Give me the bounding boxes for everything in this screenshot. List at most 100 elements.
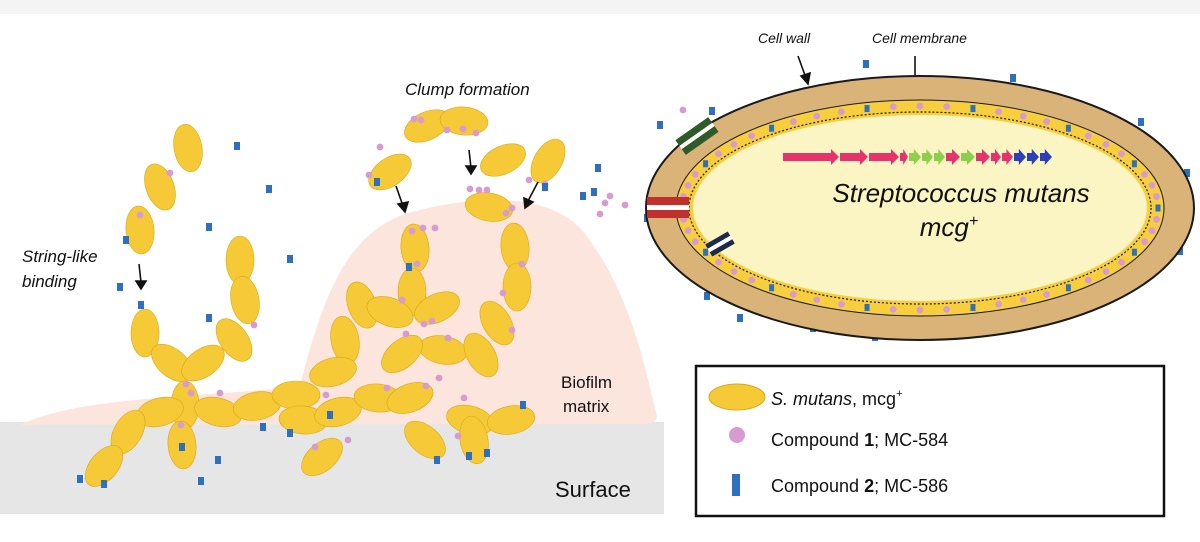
gene-arrow-icon [869, 149, 899, 165]
compound-1-icon [606, 192, 614, 200]
compound-1-icon [837, 300, 845, 308]
arrow-down-icon [799, 71, 812, 86]
compound-2-icon [542, 183, 548, 191]
compound-1-icon [417, 116, 425, 124]
compound-1-icon [460, 394, 468, 402]
compound-1-icon [216, 389, 224, 397]
arrow-down-icon [464, 165, 478, 176]
compound-1-icon [413, 260, 421, 268]
bacterium-icon [530, 138, 566, 184]
transporter-navy [705, 231, 735, 257]
compound-1-icon [422, 382, 430, 390]
compound-2-icon [970, 303, 976, 311]
compound-1-icon [410, 115, 418, 123]
bacterium-icon [309, 356, 357, 388]
compound-1-icon [136, 211, 144, 219]
legend: S. mutans, mcg+ Compound 1; MC-584 Compo… [694, 364, 1166, 518]
compound-1-icon [995, 300, 1003, 308]
bacterium-icon [480, 143, 526, 177]
transporter-red [647, 197, 689, 218]
bacterium-icon [84, 445, 124, 487]
compound-1-icon [499, 289, 507, 297]
compound-2-icon [1065, 124, 1071, 132]
gene-arrow-icon [991, 149, 1001, 165]
compound-2-icon [215, 456, 221, 464]
bacterium-icon [215, 318, 253, 362]
compound-1-icon [1084, 132, 1092, 140]
compound-1-icon [813, 296, 821, 304]
compound-1-icon [525, 176, 533, 184]
label-string-like: String-like [22, 247, 98, 266]
bacterium-icon [459, 415, 489, 465]
compound-1-icon [729, 427, 745, 443]
bacterium-icon [173, 123, 203, 173]
compound-1-icon [889, 103, 897, 111]
compound-1-icon [1084, 276, 1092, 284]
compound-1-icon [1043, 118, 1051, 126]
compound-2-icon [327, 411, 333, 419]
compound-2-icon [769, 124, 775, 132]
compound-2-icon [287, 429, 293, 437]
compound-2-icon [580, 192, 586, 200]
gene-arrow-icon [900, 149, 908, 165]
compound-1-icon [748, 132, 756, 140]
compound-1-icon [1019, 112, 1027, 120]
compound-1-icon [344, 436, 352, 444]
label-biofilm: Biofilm [561, 373, 612, 392]
compound-2-icon [1155, 204, 1161, 212]
compound-1-icon [398, 296, 406, 304]
gene-arrow-icon [840, 149, 868, 165]
compound-1-icon [376, 143, 384, 151]
legend-item-compound-1: Compound 1; MC-584 [771, 430, 948, 450]
compound-1-icon [402, 330, 410, 338]
bacterium-icon [381, 334, 423, 374]
bacterium-icon [414, 291, 460, 325]
gene-arrow-icon [976, 149, 990, 165]
compound-1-icon [187, 389, 195, 397]
compound-1-icon [475, 186, 483, 194]
compound-1-icon [1102, 268, 1110, 275]
compound-2-icon [709, 107, 715, 115]
compound-1-icon [1118, 150, 1125, 158]
compound-2-icon [704, 292, 710, 300]
bacterium-icon [271, 380, 321, 410]
compound-2-icon [769, 284, 775, 292]
compound-1-icon [943, 103, 951, 111]
compound-1-icon [684, 227, 692, 235]
compound-2-icon [138, 301, 144, 309]
compound-1-icon [1141, 170, 1149, 178]
label-matrix: matrix [563, 397, 610, 416]
bacterium-icon [463, 332, 499, 378]
compound-1-icon [1102, 141, 1110, 148]
compound-2-icon [970, 105, 976, 113]
arrow-down-icon [396, 200, 410, 214]
compound-1-icon [508, 204, 516, 212]
bacterium-icon [144, 163, 176, 211]
compound-1-icon [1019, 296, 1027, 304]
compound-1-icon [443, 126, 451, 134]
cell [645, 75, 1195, 341]
compound-1-icon [182, 380, 190, 388]
gene-arrow-icon [909, 149, 921, 165]
compound-2-icon [179, 443, 185, 451]
cytoplasm [693, 115, 1147, 301]
label-cell-wall: Cell wall [758, 30, 811, 46]
compound-2-icon [434, 456, 440, 464]
compound-1-icon [691, 170, 699, 178]
gene-cluster [783, 149, 1052, 165]
transporter-green [675, 117, 719, 155]
compound-2-icon [406, 263, 412, 271]
label-cell-membrane: Cell membrane [872, 30, 967, 46]
bacterium-icon [479, 300, 515, 346]
compound-1-icon [322, 391, 330, 399]
compound-1-icon [916, 306, 924, 314]
arrow-down-icon [523, 196, 535, 210]
compound-2-icon [266, 185, 272, 193]
compound-1-icon [508, 326, 516, 334]
label-organism: Streptococcus mutans [832, 178, 1089, 208]
bacterium-icon [404, 420, 446, 460]
compound-2-icon [260, 423, 266, 431]
compound-2-icon [864, 105, 870, 113]
bacteria-group [84, 106, 566, 487]
compound-2-icon [595, 164, 601, 172]
